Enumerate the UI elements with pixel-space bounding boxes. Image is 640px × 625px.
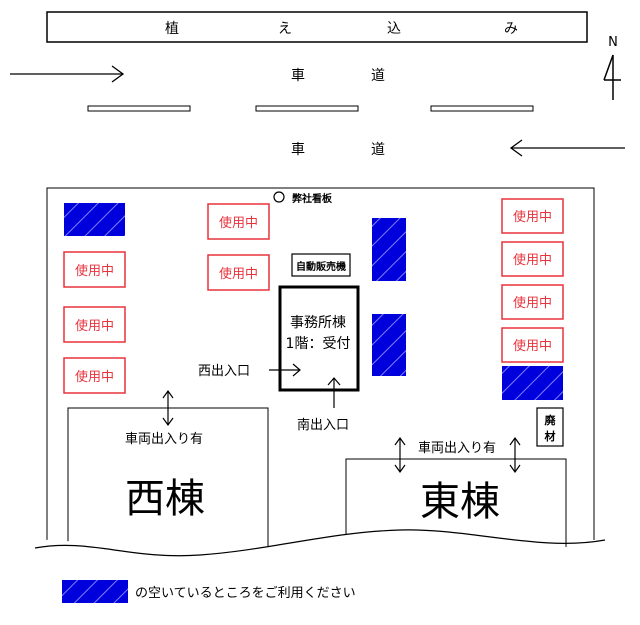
occupied-space-4: 使用中 [207, 203, 270, 240]
road-lower-char-1: 車 [291, 141, 305, 158]
free-space-4[interactable] [502, 366, 563, 400]
road: 車 道 車 道 [10, 65, 625, 158]
occupied-label: 使用中 [513, 252, 552, 268]
legend: の空いているところをご利用ください [62, 580, 356, 603]
signboard: 弊社看板 [273, 191, 333, 205]
lane-divider-2 [255, 105, 359, 112]
free-space-3[interactable] [372, 314, 406, 376]
free-spaces [64, 203, 563, 400]
office-name: 事務所棟 [290, 315, 346, 331]
vending-label: 自動販売機 [296, 260, 346, 273]
legend-text: の空いているところをご利用ください [135, 585, 356, 601]
occupied-space-9: 使用中 [501, 327, 564, 363]
signboard-label: 弊社看板 [292, 192, 333, 205]
road-upper-char-1: 車 [291, 67, 305, 84]
west-building-name: 西棟 [125, 476, 205, 522]
occupied-space-5: 使用中 [207, 254, 270, 291]
planting-char-3: 込 [387, 21, 401, 37]
occupied-label: 使用中 [75, 369, 114, 385]
wavy-line [34, 529, 606, 557]
road-upper-char-2: 道 [371, 68, 385, 84]
occupied-label: 使用中 [219, 215, 258, 231]
east-building-name: 東棟 [420, 479, 500, 525]
waste-char-1: 廃 [545, 413, 557, 427]
west-entrance-label: 西出入口 [198, 364, 250, 379]
occupied-space-1: 使用中 [63, 251, 126, 288]
legend-swatch [62, 580, 128, 603]
occupied-space-7: 使用中 [501, 241, 564, 277]
occupied-label: 使用中 [513, 295, 552, 311]
east-vehicle-label: 車両出入り有 [418, 441, 496, 456]
vending-machine: 自動販売機 [291, 253, 351, 277]
west-building: 車両出入り有 西棟 [67, 389, 269, 559]
west-vehicle-label: 車両出入り有 [125, 432, 203, 447]
wavy-cutoff [0, 529, 640, 625]
occupied-label: 使用中 [75, 318, 114, 334]
occupied-label: 使用中 [513, 338, 552, 354]
north-compass: N [603, 35, 621, 100]
lane-divider-1 [87, 105, 191, 112]
westbound-arrow [509, 139, 625, 157]
compass-north-label: N [608, 35, 618, 50]
south-entrance: 南出入口 [297, 377, 349, 433]
occupied-space-6: 使用中 [501, 198, 564, 234]
free-space-1[interactable] [64, 203, 125, 236]
free-space-2[interactable] [372, 218, 406, 281]
road-lower-char-2: 道 [371, 142, 385, 158]
office-reception: 1階：受付 [286, 336, 351, 352]
office-building: 事務所棟 1階：受付 [278, 285, 360, 392]
eastbound-arrow [10, 65, 125, 83]
west-entrance: 西出入口 [198, 363, 301, 379]
waste-materials: 廃 材 [536, 407, 564, 447]
occupied-space-8: 使用中 [501, 284, 564, 320]
occupied-space-3: 使用中 [63, 357, 126, 394]
occupied-label: 使用中 [75, 263, 114, 279]
planting-char-4: み [504, 21, 518, 37]
south-entrance-label: 南出入口 [297, 417, 349, 433]
occupied-label: 使用中 [219, 266, 258, 282]
waste-char-2: 材 [545, 429, 556, 443]
lot-boundary [46, 187, 595, 548]
planting-char-1: 植 [165, 21, 179, 37]
occupied-space-2: 使用中 [63, 306, 126, 343]
occupied-label: 使用中 [513, 209, 552, 225]
planting-char-2: え [278, 21, 292, 37]
signboard-marker [273, 191, 285, 203]
lane-divider-3 [430, 105, 534, 112]
planting-strip: 植 え 込 み [46, 11, 588, 43]
occupied-spaces: 使用中 使用中 使用中 使用中 使用中 使用中 使用中 使用中 [63, 198, 564, 394]
